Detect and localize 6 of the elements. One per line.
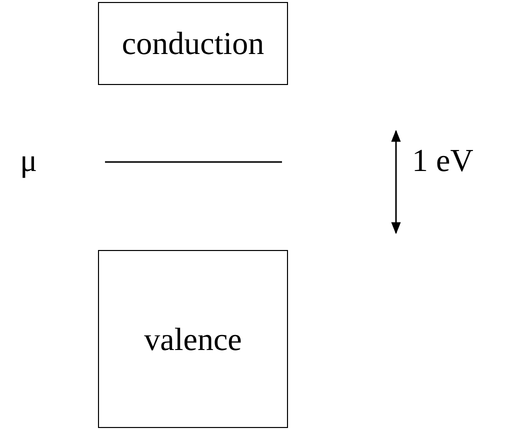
band-box — [98, 250, 288, 428]
chemical-potential-label: μ — [20, 142, 38, 179]
band-box — [98, 2, 288, 85]
band-label: conduction — [122, 25, 264, 62]
band-label: valence — [144, 320, 242, 358]
energy-gap-label: 1 eV — [412, 142, 474, 179]
